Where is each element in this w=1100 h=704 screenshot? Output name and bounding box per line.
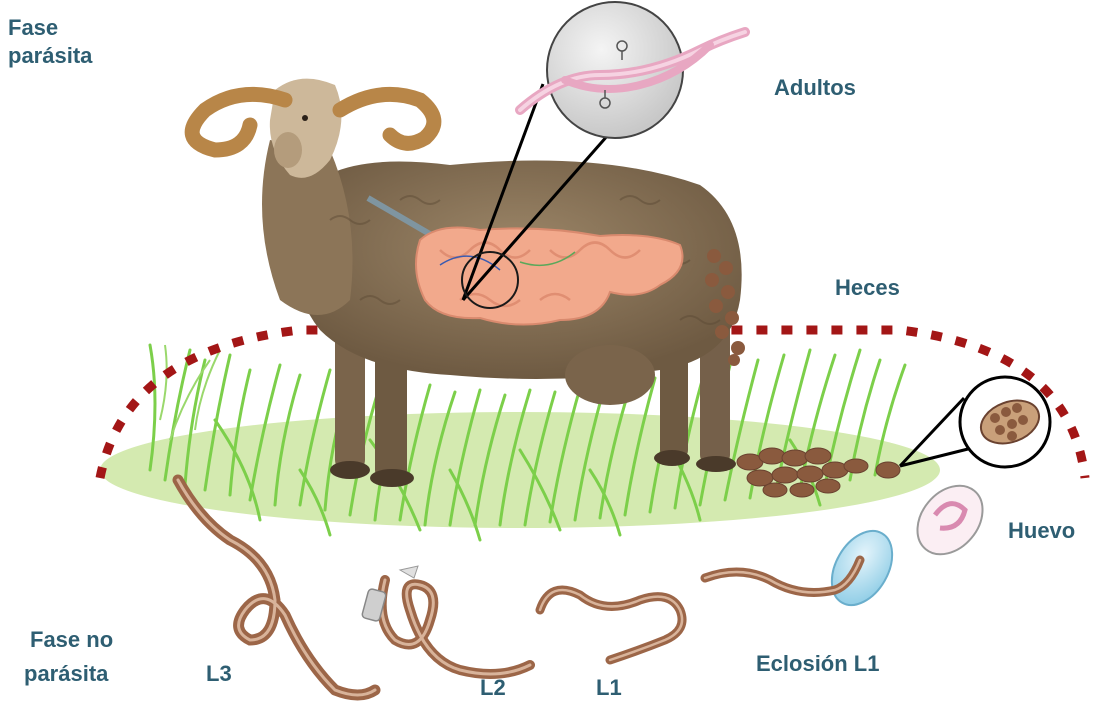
feces-label: Heces <box>835 274 900 301</box>
l3-label: L3 <box>206 660 232 687</box>
egg-label: Huevo <box>1008 517 1075 544</box>
l1-label: L1 <box>596 674 622 701</box>
hatching-label: Eclosión L1 <box>756 650 879 677</box>
hatching-egg <box>819 520 904 615</box>
parasitic-phase-label-line1: Fase <box>8 14 58 41</box>
non-parasitic-phase-label-line2: parásita <box>24 660 108 687</box>
larva-l1 <box>540 590 682 660</box>
non-parasitic-phase-label-line1: Fase no <box>30 626 113 653</box>
adults-label: Adultos <box>774 74 856 101</box>
parasitic-phase-label-line2: parásita <box>8 42 92 69</box>
larva-l2 <box>361 566 530 674</box>
l2-label: L2 <box>480 674 506 701</box>
adult-worms-magnifier <box>520 2 745 138</box>
